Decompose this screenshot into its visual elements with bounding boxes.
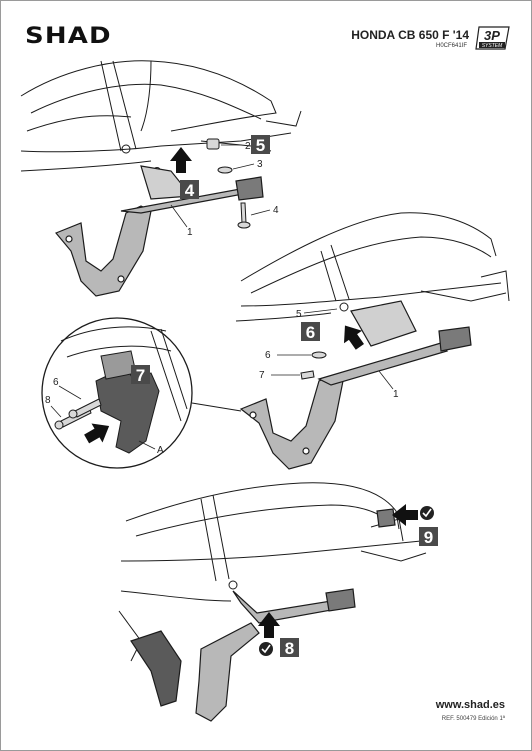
step-box-4: 4	[180, 180, 199, 200]
callout-label: A	[157, 445, 164, 456]
reference-text: REF. 500479 Edición 1ª	[441, 716, 505, 722]
callout-label: 5	[296, 309, 302, 320]
figure-2-fasteners	[300, 351, 327, 380]
svg-text:4: 4	[185, 181, 195, 200]
callout-label: 4	[273, 205, 279, 216]
callout-label: 1	[393, 389, 399, 400]
step-box-7: 7	[131, 365, 150, 385]
detail-labels: 6 8 A	[45, 377, 164, 456]
callout-label: 8	[45, 395, 51, 406]
3p-system-badge: 3P SYSTEM	[475, 26, 510, 50]
shad-logo: SHAD	[25, 24, 112, 49]
svg-text:8: 8	[285, 639, 294, 658]
detail-zoom-circle	[41, 317, 242, 469]
callout-label: 1	[187, 227, 193, 238]
figure-2-rack-bracket	[239, 300, 472, 470]
check-icon	[420, 506, 434, 520]
figure-1-labels: 1 2 3 4	[170, 141, 279, 238]
figure-1-fasteners	[206, 138, 251, 229]
figure-1-arrow-icon	[170, 147, 192, 173]
callout-label: 2	[245, 141, 251, 152]
callout-label: 6	[53, 377, 59, 388]
figure-2-labels: 1 5 6 7	[259, 308, 399, 400]
figure-3-side-arrow-icon	[392, 504, 418, 526]
callout-label: 7	[259, 370, 265, 381]
model-title: HONDA CB 650 F '14	[351, 28, 469, 42]
check-icon	[259, 642, 273, 656]
figure-2-motorcycle-rear	[235, 212, 510, 322]
model-code: H0CF641IF	[435, 43, 467, 49]
figure-3-rack-bracket	[130, 508, 396, 722]
website-link[interactable]: www.shad.es	[435, 699, 505, 711]
badge-bottom-text: SYSTEM	[482, 43, 503, 49]
figure-1-motorcycle-rear	[20, 60, 302, 175]
callout-label: 3	[257, 159, 263, 170]
step-box-6: 6	[301, 322, 320, 342]
svg-text:6: 6	[306, 323, 315, 342]
callout-label: 6	[265, 350, 271, 361]
step-box-5: 5	[251, 135, 270, 155]
step-box-8: 8	[280, 638, 299, 658]
badge-top-text: 3P	[484, 28, 500, 43]
svg-text:9: 9	[424, 528, 433, 547]
step-box-9: 9	[419, 527, 438, 547]
figure-1-rack-bracket	[55, 165, 264, 297]
svg-text:5: 5	[256, 136, 265, 155]
svg-text:7: 7	[136, 366, 145, 385]
